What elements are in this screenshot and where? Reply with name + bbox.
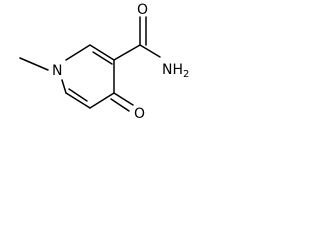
bond-c2-c3-double xyxy=(92,51,113,65)
bond-c4-o-double xyxy=(110,98,130,112)
amide-nh-text: NH xyxy=(162,62,183,78)
bond-c4-o xyxy=(113,92,134,106)
bond-c2-c3 xyxy=(89,44,115,61)
bonds xyxy=(19,16,161,112)
bond-c5-c6-double xyxy=(68,88,88,102)
bond-camide-n xyxy=(139,44,161,58)
ketone-oxygen-label: O xyxy=(134,106,145,122)
amide-nitrogen-label: NH2 xyxy=(162,62,189,80)
bond-c3-camide xyxy=(113,44,141,61)
atom-labels: N O O NH2 xyxy=(52,2,189,122)
molecule-diagram: N O O NH2 xyxy=(0,0,200,138)
bond-n-c2 xyxy=(65,44,91,61)
structure-svg: N O O NH2 xyxy=(19,2,189,122)
bond-c6-n xyxy=(61,79,67,94)
bond-c5-c6 xyxy=(65,92,91,109)
ring-nitrogen-label: N xyxy=(52,63,62,79)
amide-subscript-2: 2 xyxy=(183,69,189,80)
amide-oxygen-label: O xyxy=(137,2,148,18)
bond-methyl-n xyxy=(19,57,49,71)
bond-c4-c5 xyxy=(89,92,115,109)
